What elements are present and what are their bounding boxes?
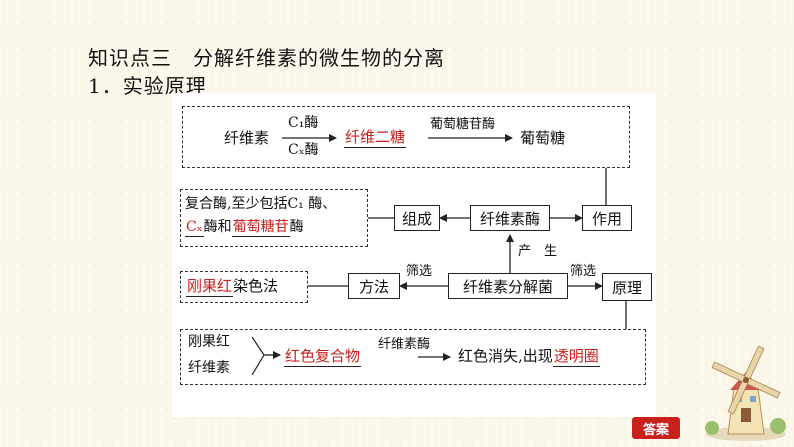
composition-cx: Cₓ	[185, 219, 204, 237]
node-cellulase: 纤维素酶	[470, 205, 550, 231]
answer-button[interactable]: 答案	[632, 417, 680, 439]
principle-halo: 透明圈	[552, 347, 600, 367]
label-cx-enzyme: Cₓ酶	[288, 142, 319, 158]
section-heading: 知识点三 分解纤维素的微生物的分离	[88, 46, 445, 70]
node-zuoyong: 作用	[582, 205, 632, 231]
composition-line1: 复合酶,至少包括C₁ 酶、	[185, 196, 337, 212]
principle-arrow-label: 纤维素酶	[378, 337, 431, 352]
method-box	[180, 271, 308, 303]
node-bacteria: 纤维素分解菌	[448, 273, 568, 299]
principle-disappear: 红色消失,出现	[458, 347, 553, 365]
label-produce: 产 生	[518, 244, 558, 259]
label-c1-enzyme: C₁酶	[288, 115, 319, 131]
windmill-decoration	[705, 346, 786, 441]
principle-box	[180, 329, 646, 385]
diagram-panel: 纤维素 C₁酶 Cₓ酶 纤维二糖 葡萄糖苷酶 葡萄糖 复合酶,至少包括C₁ 酶、…	[172, 93, 656, 417]
label-cellobiose: 纤维二糖	[344, 128, 407, 148]
method-staining: 染色法	[233, 277, 279, 295]
node-fangfa: 方法	[348, 273, 400, 299]
label-screen-right: 筛选	[570, 264, 597, 279]
label-screen-left: 筛选	[406, 264, 433, 279]
composition-and: 酶和	[203, 219, 232, 235]
composition-enzyme: 酶	[289, 219, 304, 235]
label-glucosidase: 葡萄糖苷酶	[430, 117, 496, 132]
node-yuanli: 原理	[602, 273, 652, 301]
principle-complex: 红色复合物	[284, 347, 362, 367]
degradation-box	[182, 106, 630, 168]
node-zucheng: 组成	[394, 205, 440, 231]
principle-cellulose: 纤维素	[188, 360, 230, 376]
label-glucose: 葡萄糖	[520, 129, 566, 147]
principle-congo-red: 刚果红	[188, 334, 230, 350]
composition-box	[180, 189, 368, 247]
method-congo-red: 刚果红	[186, 277, 234, 297]
composition-glucosidase: 葡萄糖苷	[231, 219, 290, 237]
label-cellulose: 纤维素	[224, 129, 270, 147]
